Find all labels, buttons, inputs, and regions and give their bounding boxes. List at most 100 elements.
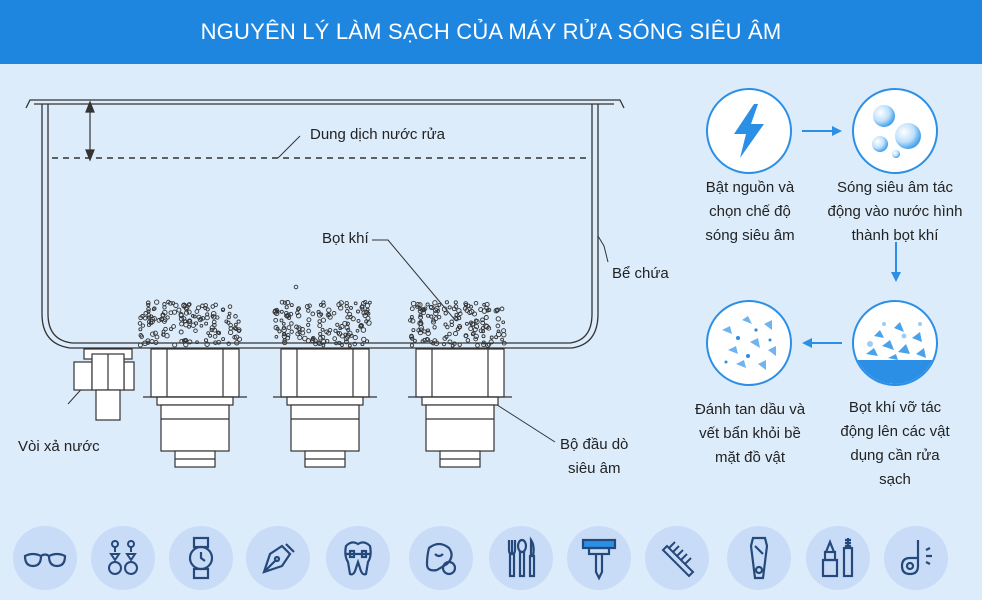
bubble [233, 334, 240, 340]
bubble [320, 327, 325, 332]
bubble [360, 327, 367, 333]
bubble [310, 311, 316, 317]
bubble [412, 338, 417, 343]
bubble [321, 343, 326, 348]
bubble [500, 337, 504, 342]
bubble [282, 300, 287, 305]
bubble [317, 323, 323, 329]
label-solution: Dung dịch nước rửa [310, 126, 445, 143]
bubble [293, 284, 299, 290]
step-2-circle [852, 88, 938, 174]
bubble [173, 302, 179, 309]
bubbles-leader [372, 239, 456, 321]
item-probe [884, 526, 948, 590]
bubble [137, 342, 143, 348]
bubble [470, 332, 475, 337]
bubble [305, 338, 311, 344]
bubble [350, 316, 356, 322]
cutlery-icon [507, 536, 536, 578]
bubble-clusters [137, 284, 507, 348]
bubble [426, 313, 430, 318]
bubble [364, 303, 370, 309]
bubble [300, 330, 306, 336]
bubble [327, 312, 332, 317]
bubble [343, 332, 348, 337]
bubble [453, 300, 458, 305]
bubble [429, 340, 434, 344]
bubble [288, 311, 294, 317]
item-watch [169, 526, 233, 590]
bubble [447, 305, 452, 310]
bubble [454, 316, 459, 322]
bubble [190, 322, 196, 328]
comb-icon [661, 541, 695, 578]
item-earrings [91, 526, 155, 590]
solution-leader [277, 135, 301, 159]
bubble [345, 332, 351, 338]
bubble [166, 299, 171, 305]
bubble [409, 334, 415, 340]
bubble [296, 325, 302, 331]
bubble [181, 302, 187, 309]
bubble [464, 321, 469, 326]
tank-diagram [25, 99, 625, 468]
bubble [236, 319, 241, 324]
bubble [421, 307, 426, 312]
bubble [340, 343, 344, 347]
bubble [149, 314, 154, 319]
bubble [495, 331, 502, 338]
bubble [457, 325, 462, 330]
bubble [327, 314, 333, 320]
bubble [145, 300, 151, 306]
bubble [306, 308, 311, 313]
glasses-icon [23, 552, 67, 568]
bubble [486, 342, 491, 347]
bubble [366, 320, 372, 326]
bubble [204, 321, 209, 326]
bubble [418, 327, 424, 333]
bubble [359, 304, 365, 310]
bubble [151, 307, 156, 312]
bubble [234, 322, 238, 327]
bubble [139, 334, 144, 339]
bubble [168, 310, 174, 316]
bubble [410, 318, 416, 324]
bubble [279, 318, 284, 323]
bubble [146, 309, 151, 314]
bubble [145, 340, 151, 345]
bubble [501, 320, 506, 325]
arrow-step1-to-step2 [802, 126, 842, 136]
label-transducer-1: Bộ đầu dò [560, 436, 629, 453]
bubble [411, 328, 416, 333]
transducer-part [421, 396, 499, 406]
item-pacifier [409, 526, 473, 590]
step-4-circle [706, 300, 792, 386]
bubble [360, 342, 365, 347]
bubble [161, 332, 166, 337]
bubble [316, 310, 321, 315]
bubble [318, 302, 323, 307]
bubble [194, 309, 200, 314]
bubble [295, 310, 300, 315]
transducer-heads [143, 348, 512, 468]
bubble [140, 323, 146, 328]
bubble [362, 312, 368, 319]
bubble [150, 331, 156, 337]
bubble [211, 319, 217, 325]
bubble [152, 330, 158, 336]
bubble [226, 341, 231, 346]
bubble [146, 306, 151, 312]
bubble [463, 333, 469, 339]
bubble [142, 340, 148, 347]
bubble [471, 331, 476, 336]
label-drain: Vòi xả nước [18, 438, 100, 455]
bubble [296, 306, 301, 311]
bubble [495, 316, 501, 322]
bubble [355, 328, 360, 333]
bubble [445, 324, 450, 330]
bubble [183, 322, 189, 328]
bubble [154, 299, 160, 305]
bubble [342, 320, 348, 327]
